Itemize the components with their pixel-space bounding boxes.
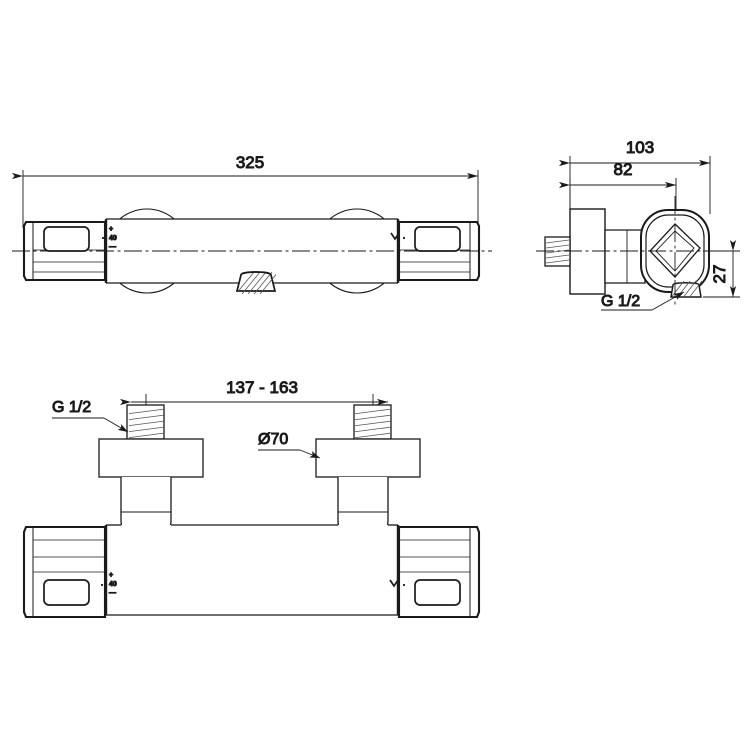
bottom-flow-marking (389, 579, 406, 588)
outlet-connector (235, 271, 277, 294)
callout-side-thread (601, 291, 685, 311)
dimension-overall-length (12, 170, 479, 228)
left-handle-lever (43, 226, 90, 252)
dimension-overall-length-label: 325 (236, 153, 264, 172)
front-view (12, 208, 492, 294)
marking-minus-front: — (109, 244, 116, 251)
side-threaded-stub (544, 236, 571, 267)
callout-bottom-thread (52, 417, 129, 433)
dimension-inner-depth (559, 178, 677, 214)
marking-temp-front: 40 (109, 235, 117, 242)
wall-plate (569, 208, 606, 295)
bottom-right-handle-lever (414, 579, 461, 606)
bottom-right-handle-cap (397, 525, 481, 619)
dimension-body-depth-label: 103 (626, 138, 654, 157)
valve-diamond-inner (655, 230, 695, 272)
marking-dot-right-front (402, 236, 406, 240)
bottom-mixer-body (104, 524, 400, 616)
marking-plus-front: + (109, 226, 113, 233)
left-inlet-assembly (98, 404, 204, 545)
chevron-down-icon (390, 232, 400, 241)
bottom-left-handle-cap (22, 525, 107, 619)
dimension-inner-depth-label: 82 (614, 160, 633, 179)
marking-minus-bottom: — (109, 590, 116, 597)
marking-dot-right-bottom (402, 583, 406, 587)
dimension-outlet-height-label: 27 (710, 265, 729, 284)
left-escutcheon-flange (98, 438, 204, 478)
bottom-temperature-marking: + 40 — (100, 572, 117, 598)
callout-flange-diameter (258, 449, 321, 459)
chevron-down-icon-bottom (389, 579, 399, 588)
callout-side-thread-label: G 1/2 (601, 293, 640, 310)
marking-dot-left-front (101, 236, 105, 240)
dimension-outlet-height (703, 240, 740, 298)
right-escutcheon-flange (315, 438, 421, 478)
dimension-inlet-centers (120, 394, 388, 420)
callout-bottom-thread-label: G 1/2 (52, 399, 91, 416)
marking-dot-left-bottom (100, 583, 104, 587)
right-handle-lever (414, 226, 461, 252)
valve-diamond (649, 223, 701, 278)
front-temperature-marking: + 40 — (101, 226, 117, 252)
marking-plus-bottom: + (109, 572, 113, 579)
right-inlet-assembly (315, 404, 421, 545)
bottom-view (22, 404, 481, 619)
side-body-barrel (604, 229, 646, 284)
right-handle-cap (397, 220, 481, 282)
callout-flange-diameter-label: Ø70 (258, 431, 288, 448)
dimension-inlet-centers-label: 137 - 163 (226, 378, 298, 397)
bottom-left-handle-lever (43, 579, 90, 606)
valve-head (640, 209, 710, 293)
side-view (536, 196, 740, 306)
front-flow-marking (390, 232, 406, 241)
marking-temp-bottom: 40 (109, 581, 117, 588)
